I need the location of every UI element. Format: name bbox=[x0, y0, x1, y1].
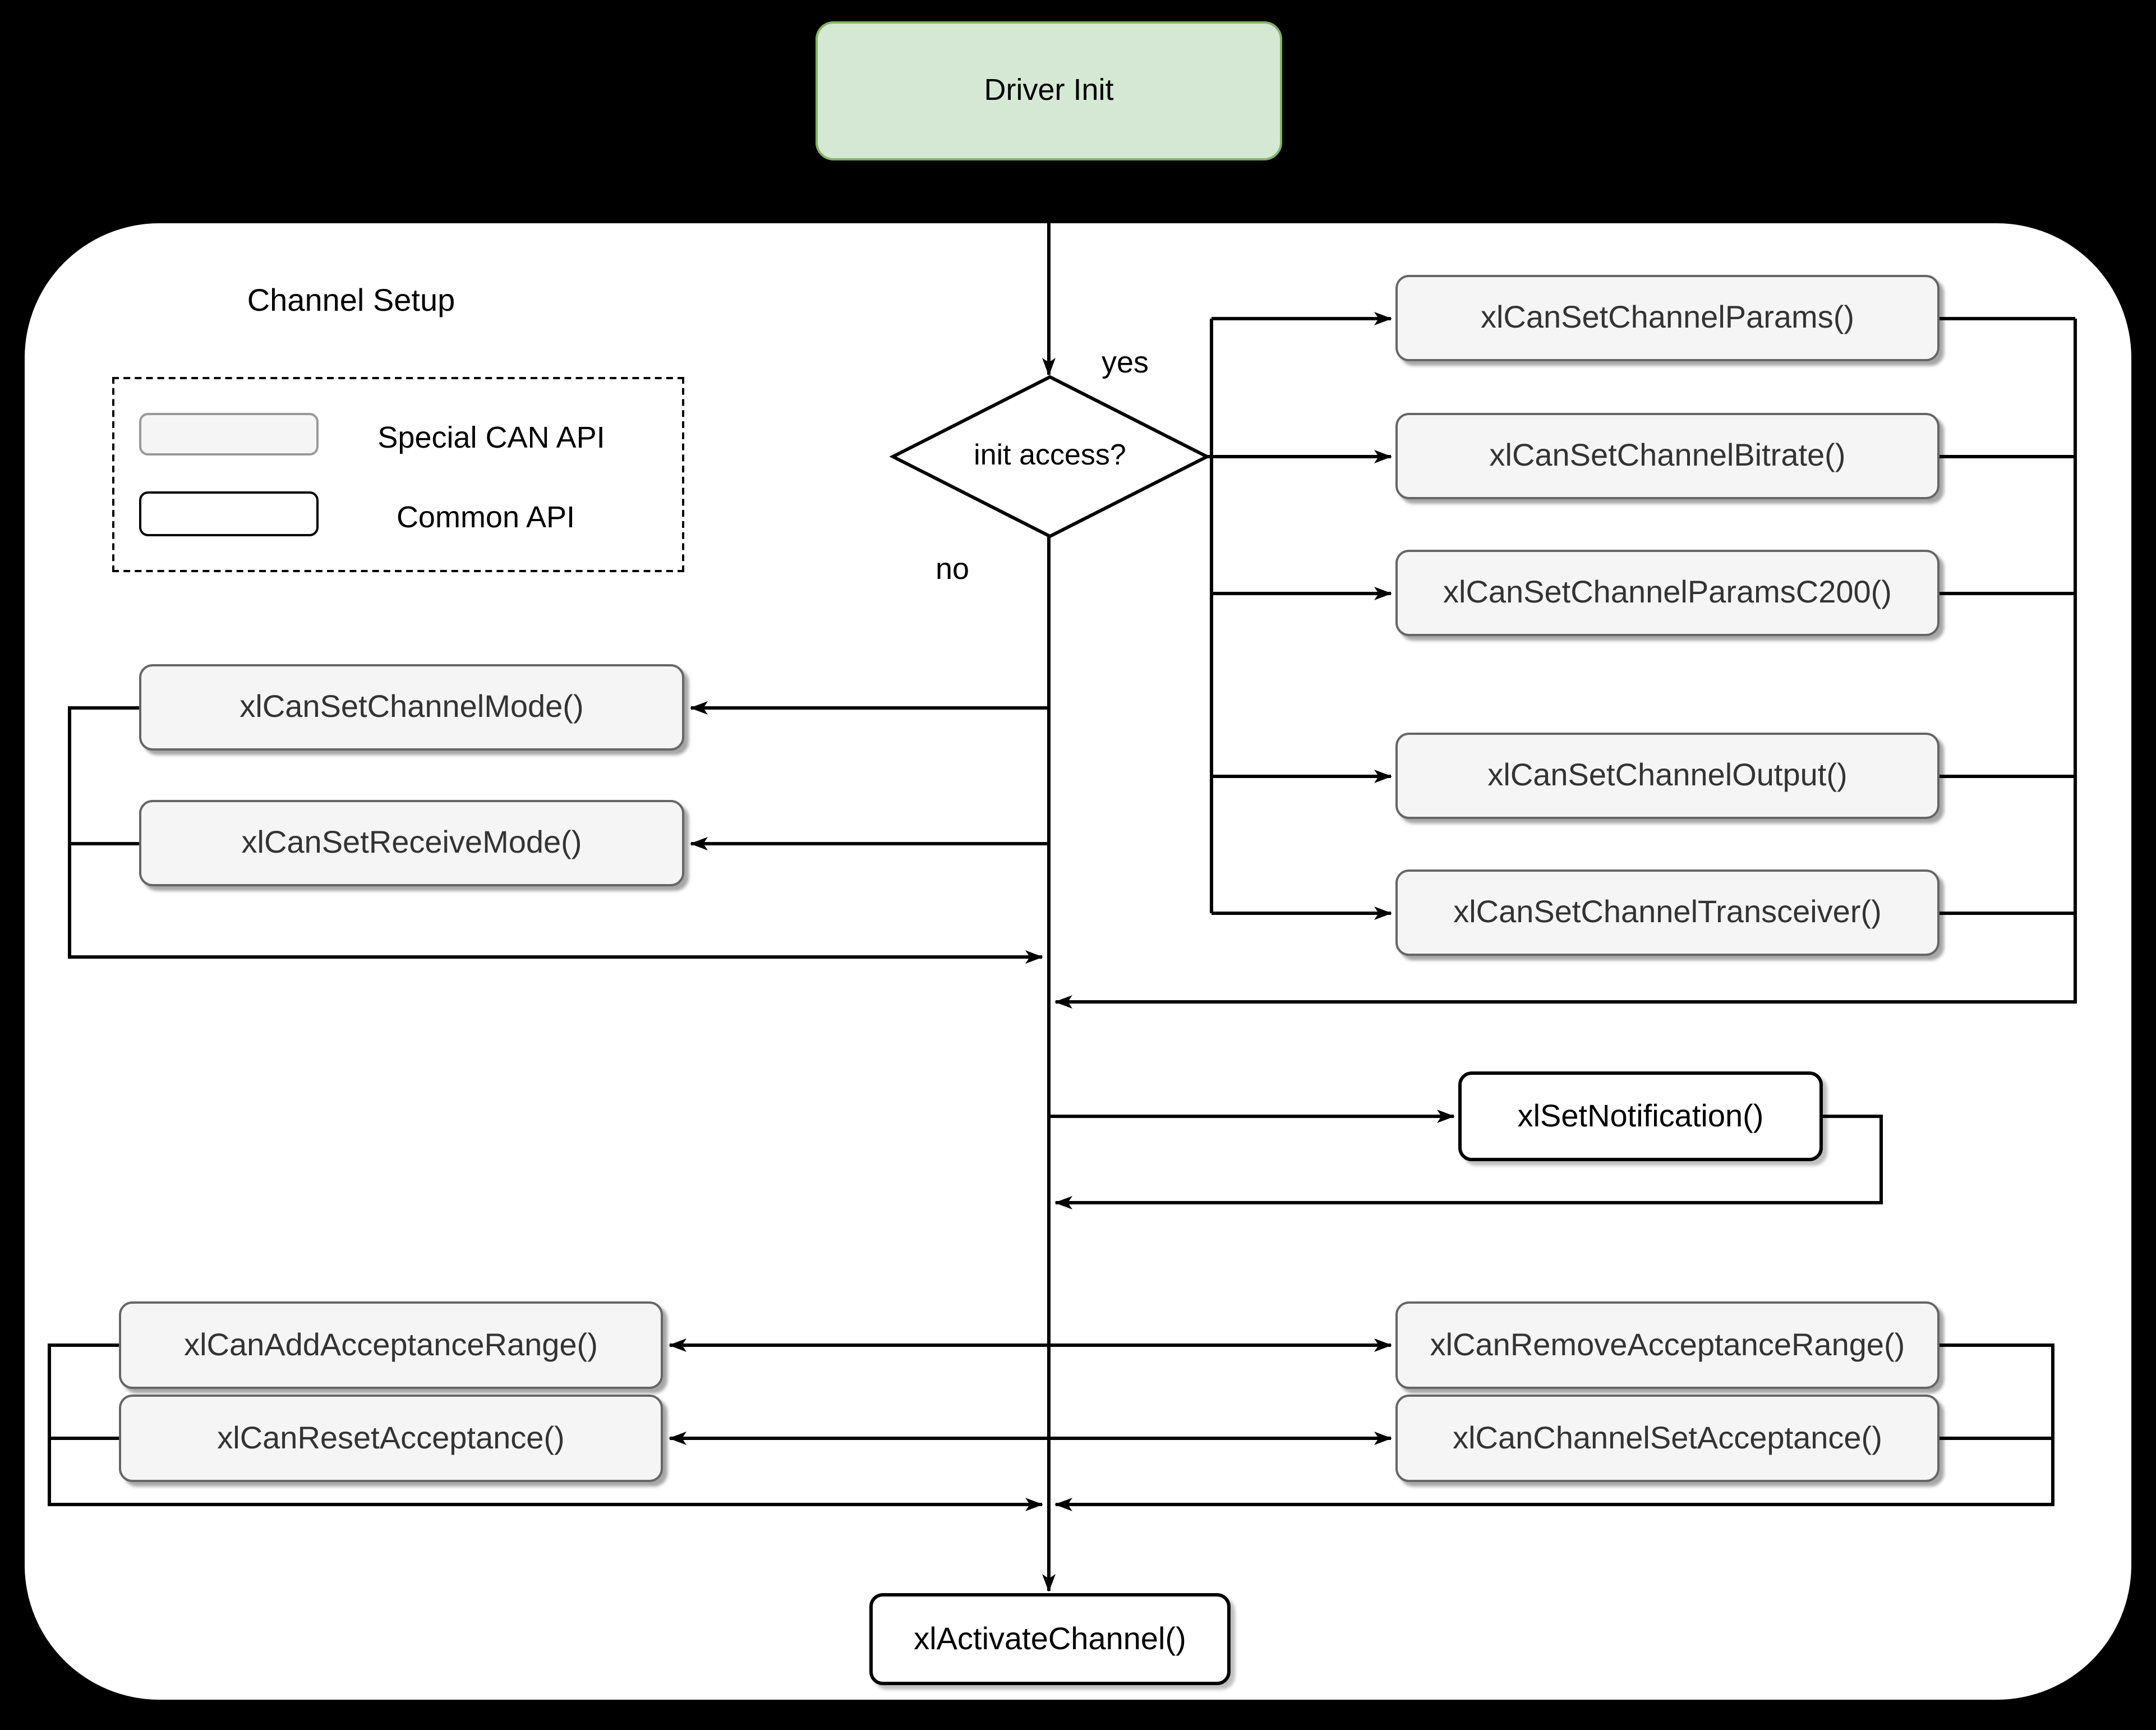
node-xl-can-set-channel-output: xlCanSetChannelOutput() bbox=[1395, 733, 1940, 819]
node-xl-can-set-receive-mode: xlCanSetReceiveMode() bbox=[139, 800, 684, 886]
legend-common-label: Common API bbox=[396, 500, 575, 534]
channel-setup-title: Channel Setup bbox=[247, 283, 455, 318]
node-xl-can-add-acceptance-range: xlCanAddAcceptanceRange() bbox=[119, 1301, 663, 1389]
node-xl-can-set-channel-params: xlCanSetChannelParams() bbox=[1395, 275, 1940, 361]
node-xl-set-notification: xlSetNotification() bbox=[1458, 1071, 1823, 1161]
edge-right-return bbox=[1054, 319, 2077, 1009]
yes-label: yes bbox=[1102, 346, 1149, 379]
node-driver-init: Driver Init bbox=[816, 21, 1282, 160]
node-xl-can-reset-acceptance: xlCanResetAcceptance() bbox=[119, 1395, 663, 1482]
edge-notification-return bbox=[1054, 1115, 1883, 1209]
decision-label: init access? bbox=[974, 438, 1126, 471]
no-label: no bbox=[936, 552, 970, 586]
node-xl-can-set-channel-transceiver: xlCanSetChannelTransceiver() bbox=[1395, 869, 1940, 956]
node-xl-can-remove-acceptance-range: xlCanRemoveAcceptanceRange() bbox=[1395, 1301, 1940, 1389]
node-xl-can-set-channel-mode: xlCanSetChannelMode() bbox=[139, 664, 684, 751]
legend-box bbox=[112, 377, 684, 572]
node-xl-can-set-channel-bitrate: xlCanSetChannelBitrate() bbox=[1395, 413, 1940, 499]
edge-acceptance-right-return bbox=[1054, 1343, 2054, 1511]
node-xl-can-set-channel-params-c200: xlCanSetChannelParamsC200() bbox=[1395, 550, 1940, 636]
legend-special-label: Special CAN API bbox=[377, 421, 605, 454]
legend-common-swatch bbox=[139, 491, 319, 536]
edge-acceptance-left-return bbox=[48, 1343, 1043, 1511]
legend-special-swatch bbox=[139, 413, 319, 455]
node-xl-activate-channel: xlActivateChannel() bbox=[869, 1593, 1231, 1685]
node-xl-can-channel-set-acceptance: xlCanChannelSetAcceptance() bbox=[1395, 1395, 1940, 1482]
edge-left-return bbox=[68, 706, 1043, 964]
